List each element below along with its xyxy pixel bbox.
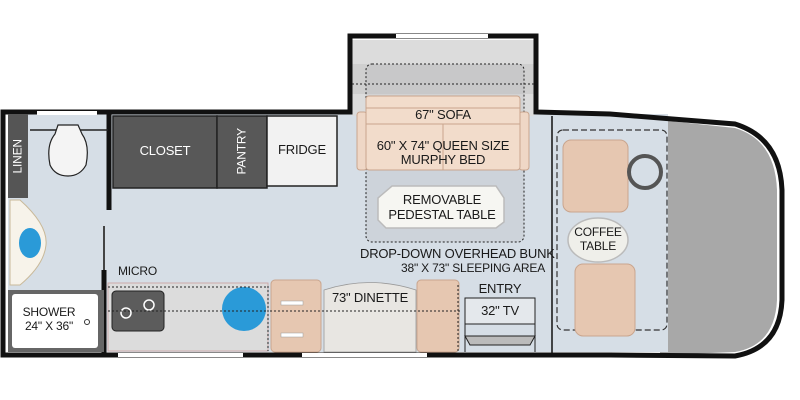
murphy-bed-label-2: MURPHY BED bbox=[400, 152, 486, 167]
driver-seat bbox=[562, 139, 629, 213]
kitchen-sink bbox=[222, 287, 266, 331]
shower-label-1: SHOWER bbox=[22, 305, 76, 319]
coffee-table bbox=[567, 217, 629, 263]
exterior-wall bbox=[0, 33, 785, 359]
steering-wheel bbox=[627, 154, 663, 190]
micro-label: MICRO bbox=[118, 264, 157, 278]
dinette-table bbox=[323, 282, 417, 353]
passenger-seat bbox=[574, 263, 636, 337]
tv-cabinet bbox=[464, 297, 536, 325]
murphy-bed-label-1: 60" X 74" QUEEN SIZE bbox=[376, 138, 510, 153]
table-label-1: REMOVABLE bbox=[402, 192, 482, 207]
sofa-label: 67" SOFA bbox=[415, 107, 471, 122]
bunk-label-1: DROP-DOWN OVERHEAD BUNK bbox=[360, 246, 555, 261]
cab-area bbox=[660, 120, 777, 355]
table-label-2: PEDESTAL TABLE bbox=[388, 207, 496, 222]
shower-label-2: 24" X 36" bbox=[24, 319, 74, 333]
coffee-table-label-1: COFFEE bbox=[574, 225, 622, 239]
entry-label: ENTRY bbox=[478, 281, 522, 296]
pedestal-table bbox=[377, 185, 505, 229]
bunk-label-2: 38" X 73" SLEEPING AREA bbox=[401, 261, 545, 275]
coffee-table-label-2: TABLE bbox=[579, 239, 617, 253]
closet bbox=[112, 115, 218, 189]
toilet bbox=[48, 124, 88, 177]
shower bbox=[12, 294, 98, 348]
pantry bbox=[216, 115, 268, 189]
linen-label: LINEN bbox=[10, 139, 25, 174]
fridge bbox=[266, 115, 338, 187]
closet-label: CLOSET bbox=[139, 143, 191, 158]
pantry-label: PANTRY bbox=[234, 128, 249, 175]
dinette-label: 73" DINETTE bbox=[331, 290, 409, 305]
fridge-label: FRIDGE bbox=[278, 142, 326, 157]
tv-label: 32" TV bbox=[481, 303, 519, 318]
